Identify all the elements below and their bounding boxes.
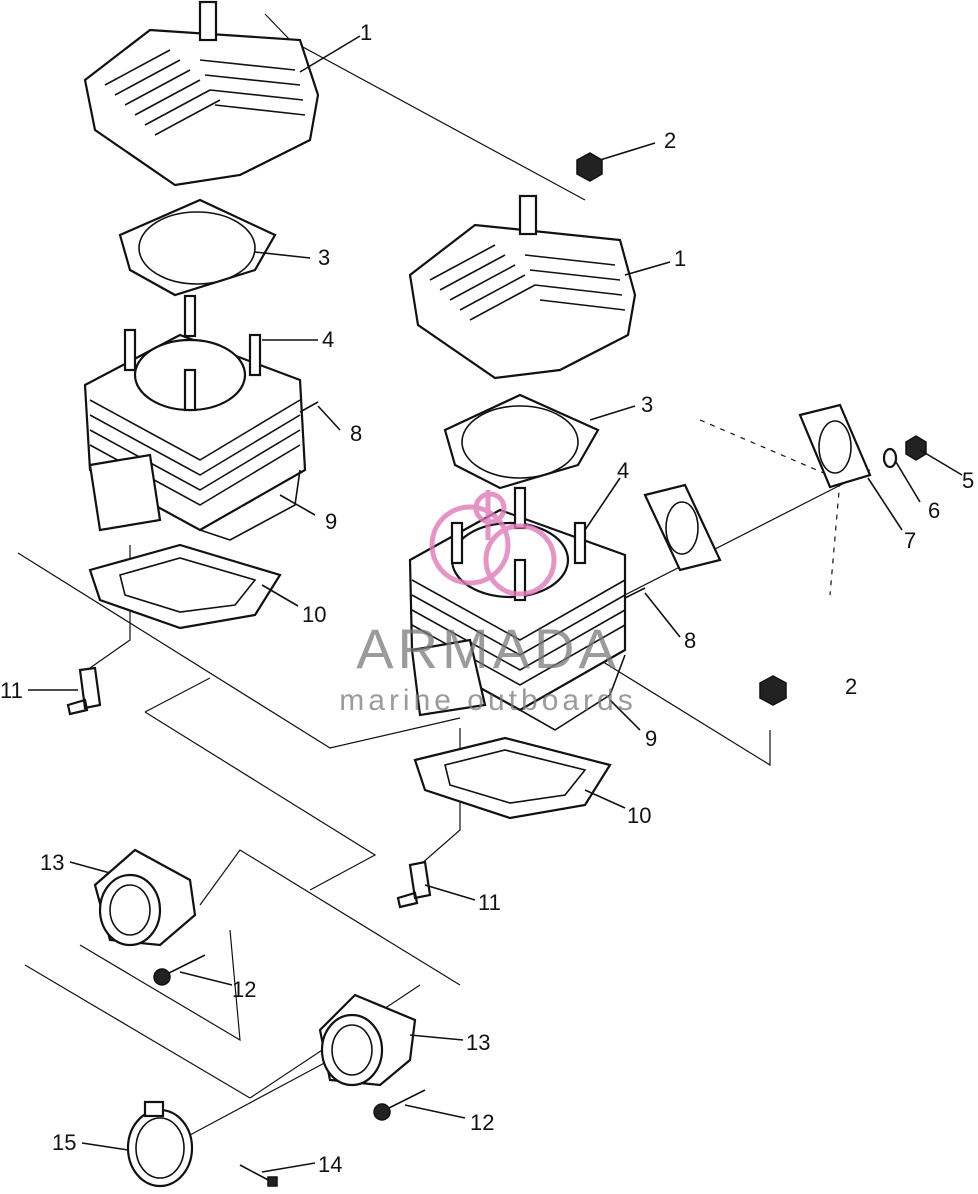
callout-15: 15 xyxy=(52,1130,76,1155)
callout-10-right: 10 xyxy=(627,803,651,828)
callout-3-left: 3 xyxy=(318,245,330,270)
base-gasket-left xyxy=(88,543,282,630)
callout-14: 14 xyxy=(318,1152,342,1177)
callout-11-left: 11 xyxy=(0,678,23,703)
armada-watermark: ARMADA marine outboards xyxy=(339,490,636,717)
callout-9-left: 9 xyxy=(325,509,337,534)
watermark-tagline: marine outboards xyxy=(339,684,636,717)
callout-4-left: 4 xyxy=(322,327,334,352)
bolt-right xyxy=(373,1089,426,1121)
callout-11-right: 11 xyxy=(478,890,501,915)
exhaust-gasket-rear xyxy=(798,403,872,489)
head-gasket-right xyxy=(443,393,600,490)
callout-7: 7 xyxy=(904,528,916,553)
callout-10-left: 10 xyxy=(302,602,326,627)
water-fitting-right xyxy=(396,860,432,909)
callout-6: 6 xyxy=(928,498,940,523)
watermark-brand: ARMADA xyxy=(356,617,620,680)
cylinder-left xyxy=(83,294,319,541)
callout-8-right: 8 xyxy=(684,628,696,653)
callout-4-right: 4 xyxy=(617,458,629,483)
lock-washer xyxy=(882,447,898,469)
callout-5: 5 xyxy=(962,468,974,493)
callout-12-right: 12 xyxy=(470,1110,494,1135)
exhaust-gasket-front xyxy=(643,483,722,572)
callout-2-right: 2 xyxy=(845,674,857,699)
flange-nut-top xyxy=(576,152,603,182)
intake-manifold-right xyxy=(318,993,417,1087)
intake-manifold-left xyxy=(93,848,197,947)
cylinder-right xyxy=(408,486,646,731)
callout-8-left: 8 xyxy=(350,421,362,446)
callout-9-right: 9 xyxy=(645,726,657,751)
flange-nut-right xyxy=(759,675,787,706)
callout-3-right: 3 xyxy=(641,392,653,417)
cylinder-head-right xyxy=(408,194,637,380)
head-gasket-left xyxy=(118,198,277,297)
callout-12-left: 12 xyxy=(232,977,256,1002)
callout-13-left: 13 xyxy=(40,850,64,875)
base-gasket-right xyxy=(413,736,612,820)
leader-lines xyxy=(28,35,963,1173)
callout-1-left: 1 xyxy=(360,20,372,45)
bolt-left xyxy=(153,954,206,986)
hose-clamp xyxy=(126,1100,194,1188)
armada-logo-icon xyxy=(429,490,557,597)
cylinder-head-left xyxy=(83,0,320,187)
clamp-screw xyxy=(239,1164,278,1187)
hex-nut xyxy=(905,435,927,461)
callout-13-right: 13 xyxy=(466,1030,490,1055)
callout-labels: 1 1 2 2 3 3 4 4 5 6 7 8 8 9 9 10 10 11 1… xyxy=(0,20,974,1177)
callout-1-right: 1 xyxy=(674,246,686,271)
water-fitting-left xyxy=(66,666,102,716)
callout-2-top: 2 xyxy=(664,128,676,153)
